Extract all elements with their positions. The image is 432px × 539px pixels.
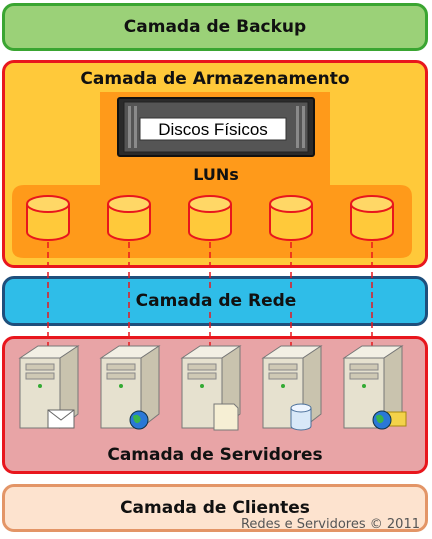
lun-cylinder [188,195,232,241]
network-layer-caption: Camada de Rede [136,291,297,311]
database-icon [290,403,312,431]
lun-cylinder [26,195,70,241]
lun-cylinder [350,195,394,241]
mail-envelope-icon [47,409,75,429]
lun-cylinder [269,195,313,241]
servers-label-backdrop [108,442,322,464]
clients-layer-title: Camada de Clientes [120,498,310,518]
storage-layer-title: Camada de Armazenamento [80,69,350,89]
backup-layer: Camada de Backup [2,3,428,51]
network-label-backdrop [136,290,296,312]
physical-disks-label: Discos Físicos [158,120,268,139]
servers-layer-caption: Camada de Servidores [107,445,322,465]
backup-layer-title: Camada de Backup [123,17,307,37]
server-tower-icon [99,345,161,430]
server-tower-icon [342,345,407,430]
physical-disks-array: Discos Físicos [117,97,315,157]
server-group [18,345,407,431]
luns-label: LUNs [193,165,239,184]
watermark: Redes e Servidores © 2011 [240,517,420,532]
clients-layer: Camada de Clientes [2,484,428,532]
lun-group [26,195,394,241]
server-tower-icon [180,345,242,431]
server-tower-icon [261,345,323,431]
server-tower-icon [18,345,80,430]
document-icon [213,403,239,431]
globe-folder-icon [372,410,407,430]
lun-cylinder [107,195,151,241]
globe-icon [129,410,149,430]
